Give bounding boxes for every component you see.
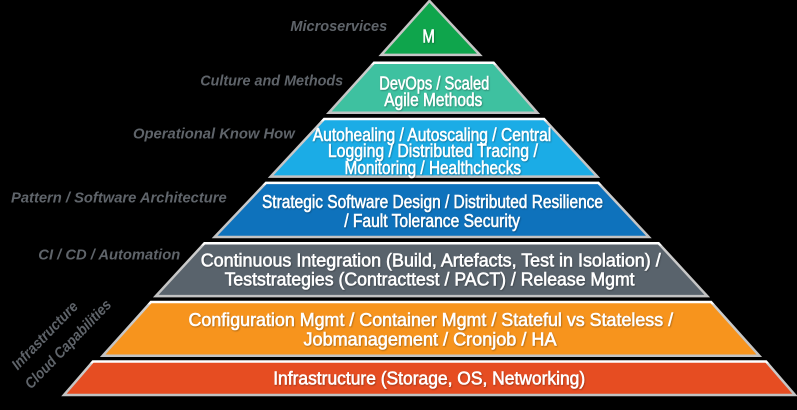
svg-text:Pattern / Software Architectur: Pattern / Software Architecture: [11, 190, 227, 207]
svg-text:Teststrategies (Contracttest /: Teststrategies (Contracttest / PACT) / R…: [225, 269, 635, 289]
svg-text:Autohealing / Autoscaling / Ce: Autohealing / Autoscaling / Central: [313, 125, 552, 145]
svg-text:Logging / Distributed Tracing: Logging / Distributed Tracing /: [328, 141, 538, 161]
svg-text:Continuous Integration (Build,: Continuous Integration (Build, Artefacts…: [201, 250, 661, 270]
svg-text:Configuration Mgmt / Container: Configuration Mgmt / Container Mgmt / St…: [189, 310, 674, 330]
svg-text:M: M: [422, 26, 435, 46]
svg-text:Operational Know How: Operational Know How: [133, 126, 296, 143]
svg-text:DevOps / Scaled: DevOps / Scaled: [379, 73, 489, 93]
svg-text:Strategic Software Design / Di: Strategic Software Design / Distributed …: [262, 192, 603, 212]
svg-text:Infrastructure (Storage, OS, N: Infrastructure (Storage, OS, Networking): [273, 368, 585, 388]
svg-text:Agile Methods: Agile Methods: [384, 90, 482, 110]
svg-text:Microservices: Microservices: [290, 18, 387, 35]
svg-text:Jobmanagement / Cronjob / HA: Jobmanagement / Cronjob / HA: [304, 330, 557, 350]
svg-text:Monitoring / Healthchecks: Monitoring / Healthchecks: [345, 158, 522, 178]
svg-text:Culture and Methods: Culture and Methods: [200, 72, 343, 89]
svg-text:/ Fault Tolerance Security: / Fault Tolerance Security: [344, 211, 520, 231]
svg-text:CI / CD / Automation: CI / CD / Automation: [38, 247, 180, 264]
